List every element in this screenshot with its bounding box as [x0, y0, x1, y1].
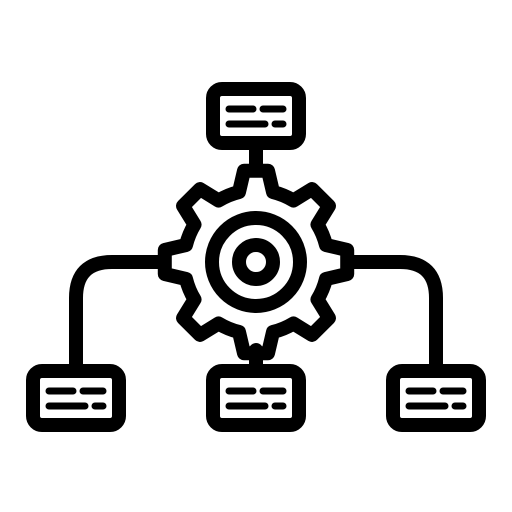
node-card-bottom-left-lines [45, 387, 107, 410]
gear-hub [232, 238, 280, 286]
node-card-bottom-right [386, 364, 486, 432]
node-card-top [206, 82, 306, 150]
gear-icon [157, 163, 355, 361]
connector-left [69, 255, 169, 375]
connector-lines [69, 139, 443, 375]
node-card-bottom-right-lines [405, 387, 467, 410]
gear-inner-ring [205, 211, 307, 313]
node-card-bottom-left [26, 364, 126, 432]
gear-outline [157, 163, 355, 361]
node-card-bottom-center-frame [206, 364, 306, 432]
connector-right [343, 255, 443, 375]
node-card-bottom-center-lines [225, 387, 287, 410]
node-card-bottom-center [206, 364, 306, 432]
node-card-bottom-right-frame [386, 364, 486, 432]
node-card-top-lines [225, 105, 287, 128]
node-card-top-frame [206, 82, 306, 150]
node-card-bottom-left-frame [26, 364, 126, 432]
